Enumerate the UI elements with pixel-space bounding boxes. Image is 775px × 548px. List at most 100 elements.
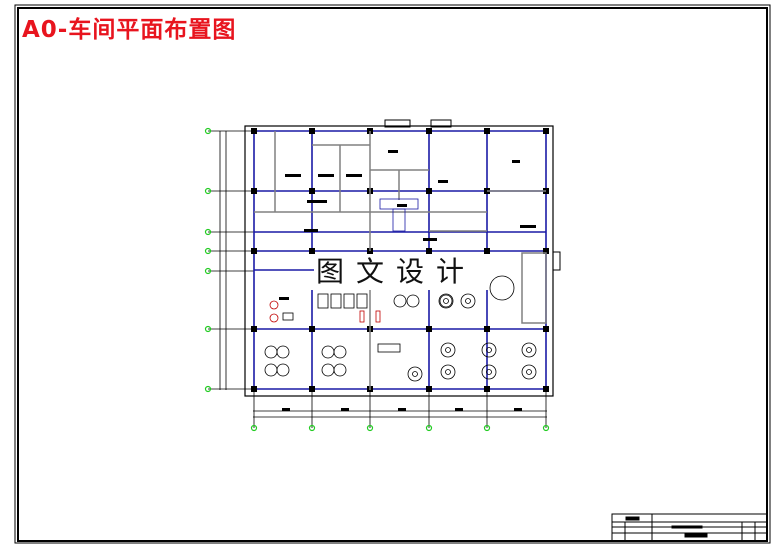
red-equipment [269,313,279,323]
row-axis-marker [204,228,212,236]
red-equipment [359,310,365,323]
filling-machine [343,293,355,309]
structural-column [426,386,432,392]
structural-column [251,386,257,392]
filling-machine [330,293,342,309]
equipment-tank [521,342,537,358]
room-label-block [318,174,334,177]
structural-column [484,128,490,134]
equipment [264,150,537,411]
column-axis-marker [250,424,258,432]
equipment-tank [264,363,278,377]
room-label-block [514,408,522,411]
structural-column [484,326,490,332]
column-axis-marker [308,424,316,432]
room-label-block [285,174,301,177]
row-axis-marker [204,127,212,135]
structural-column [543,248,549,254]
structural-column [426,326,432,332]
structural-column [484,386,490,392]
equipment-detail [465,298,471,304]
equipment-tank [438,293,454,309]
left-dimension-lines [219,131,227,390]
structural-column [484,248,490,254]
structural-column [543,326,549,332]
structural-column [309,248,315,254]
room-label-block [398,408,406,411]
pump-unit [377,343,401,353]
structural-column [543,128,549,134]
room-label-block [341,408,349,411]
equipment-tank [333,363,347,377]
equipment-tank [440,364,456,380]
room-label-block [279,297,289,300]
equipment-detail [526,369,532,375]
structural-column [251,128,257,134]
filling-machine [356,293,368,309]
column-axis-marker [542,424,550,432]
row-axis-marker [204,267,212,275]
entrance-door [384,119,411,128]
equipment-detail [443,298,449,304]
sheet-inner-border [17,7,768,542]
structural-column [309,188,315,194]
drawing-title: A0-车间平面布置图 [22,17,237,43]
equipment-tank [406,294,420,308]
title-block [611,513,768,542]
counter [379,198,419,210]
room-label-block [423,238,437,241]
equipment-tank [439,294,453,308]
column-axis-marker [425,424,433,432]
row-axis-marker [204,325,212,333]
structural-column [426,128,432,134]
equipment-tank [481,364,497,380]
structural-column [309,326,315,332]
equipment-tank [407,366,423,382]
equipment-detail [445,369,451,375]
column-axis-marker [366,424,374,432]
equipment-detail [486,369,492,375]
sheet-outer-border [14,4,771,544]
equipment-detail [445,347,451,353]
room-label-block [397,204,407,207]
equipment-tank [333,345,347,359]
room-label-block [304,229,318,232]
room-label-block [455,408,463,411]
side-door [552,251,561,271]
room-label-block [346,174,362,177]
room-label-block [520,225,536,228]
structural-column [426,248,432,254]
equipment-tank [440,342,456,358]
equipment-tank [264,345,278,359]
structural-column [309,128,315,134]
equipment-tank [321,345,335,359]
structural-column [251,326,257,332]
structural-column [543,386,549,392]
structural-column [426,188,432,194]
bottom-dimension-lines [253,410,547,418]
equipment-tank [276,345,290,359]
equipment-tank [321,363,335,377]
equipment-tank [393,294,407,308]
red-equipment [375,310,381,323]
equipment-detail [412,371,418,377]
equipment-tank [460,293,476,309]
room-label-block [282,408,290,411]
equipment-detail [486,347,492,353]
equipment-detail [526,347,532,353]
equipment-tank [276,363,290,377]
room-label-block [512,160,520,163]
row-axis-marker [204,247,212,255]
entrance-door [430,119,452,128]
structural-column [309,386,315,392]
equipment-tank [489,275,515,301]
filling-machine [317,293,329,309]
row-axis-marker [204,187,212,195]
equipment-box [282,312,294,321]
equipment-tank [521,364,537,380]
room-label-block [438,180,448,183]
room-partitions [254,131,547,390]
room-label-block [388,150,398,153]
red-equipment [269,300,279,310]
